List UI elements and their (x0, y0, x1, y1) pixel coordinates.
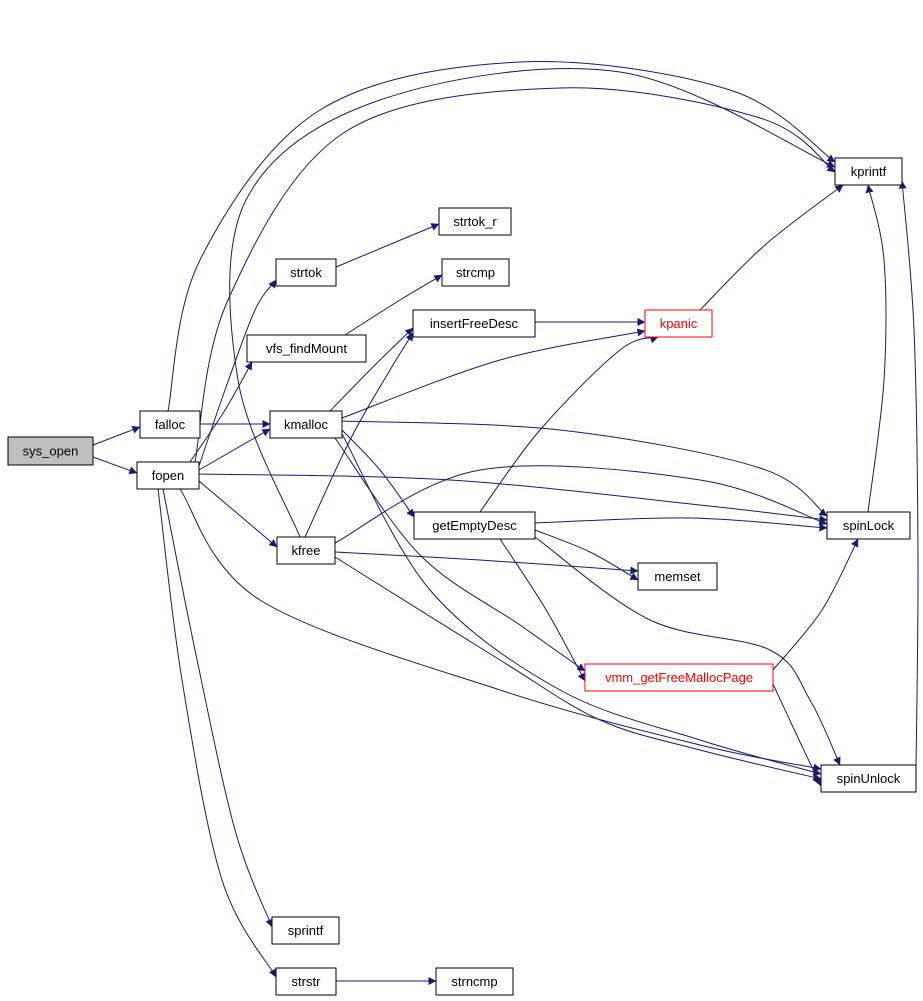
edge-vmm_getFreeMallocPage-to-spinLock (772, 538, 859, 671)
edge-kmalloc-to-vmm_getFreeMallocPage (334, 437, 586, 672)
node-box-sprintf[interactable] (271, 916, 340, 945)
edge-getEmptyDesc-to-kpanic (479, 335, 659, 513)
node-box-kfree[interactable] (276, 536, 336, 565)
edge-sys_open-to-falloc (92, 425, 141, 446)
node-label-kpanic: kpanic (660, 316, 698, 331)
edges-layer (92, 61, 919, 985)
node-label-kmalloc: kmalloc (284, 417, 329, 432)
edge-kmalloc-to-spinUnlock (341, 433, 822, 776)
node-spinUnlock[interactable]: spinUnlock (820, 764, 917, 793)
edge-kfree-to-memset (334, 551, 639, 575)
node-kmalloc[interactable]: kmalloc (269, 410, 343, 439)
node-label-sys_open: sys_open (23, 444, 79, 459)
node-label-sprintf: sprintf (288, 923, 324, 938)
node-strncmp[interactable]: strncmp (435, 967, 514, 996)
node-box-insertFreeDesc[interactable] (412, 309, 536, 338)
node-label-strncmp: strncmp (451, 974, 497, 989)
node-label-spinUnlock: spinUnlock (837, 771, 901, 786)
node-vmm_getFreeMallocPage[interactable]: vmm_getFreeMallocPage (584, 663, 774, 692)
node-label-kprintf: kprintf (851, 164, 887, 179)
edge-kmalloc-to-insertFreeDesc (329, 327, 414, 412)
node-box-falloc[interactable] (139, 410, 201, 439)
node-getEmptyDesc[interactable]: getEmptyDesc (413, 511, 536, 540)
node-fopen[interactable]: fopen (136, 461, 200, 490)
node-label-strtok: strtok (290, 265, 322, 280)
node-box-vmm_getFreeMallocPage[interactable] (584, 663, 774, 692)
node-box-strncmp[interactable] (435, 967, 514, 996)
node-box-kpanic[interactable] (644, 309, 713, 338)
edge-fopen-to-kprintf (194, 87, 836, 463)
node-label-strcmp: strcmp (456, 265, 495, 280)
node-kpanic[interactable]: kpanic (644, 309, 713, 338)
edge-kfree-to-spinUnlock (334, 556, 822, 782)
node-label-spinLock: spinLock (843, 518, 895, 533)
edge-fopen-to-kfree (198, 480, 278, 548)
node-label-vfs_findMount: vfs_findMount (266, 341, 347, 356)
edge-kpanic-to-kprintf (699, 184, 844, 311)
edge-kmalloc-to-kpanic (341, 328, 646, 419)
node-memset[interactable]: memset (637, 562, 718, 591)
node-label-kfree: kfree (292, 543, 321, 558)
node-box-spinUnlock[interactable] (820, 764, 917, 793)
node-label-strstr: strstr (292, 974, 322, 989)
node-strcmp[interactable]: strcmp (441, 258, 510, 287)
edge-fopen-to-kmalloc (198, 428, 271, 471)
node-box-vfs_findMount[interactable] (246, 334, 367, 363)
node-strstr[interactable]: strstr (275, 967, 337, 996)
edge-falloc-to-kprintf (167, 61, 836, 412)
node-insertFreeDesc[interactable]: insertFreeDesc (412, 309, 536, 338)
node-label-vmm_getFreeMallocPage: vmm_getFreeMallocPage (605, 670, 753, 685)
node-falloc[interactable]: falloc (139, 410, 201, 439)
edge-fopen-to-spinUnlock (179, 488, 822, 772)
node-box-sys_open[interactable] (7, 436, 94, 466)
edge-fopen-to-spinLock (198, 473, 828, 524)
edge-getEmptyDesc-to-vmm_getFreeMallocPage (499, 538, 586, 682)
node-label-memset: memset (654, 569, 701, 584)
node-box-kprintf[interactable] (834, 157, 903, 186)
edge-kmalloc-to-getEmptyDesc (341, 429, 415, 518)
node-kprintf[interactable]: kprintf (834, 157, 903, 186)
edge-kfree-to-spinLock (334, 465, 828, 544)
node-box-spinLock[interactable] (826, 511, 911, 540)
edge-vfs_findMount-to-strcmp (344, 274, 443, 336)
node-sprintf[interactable]: sprintf (271, 916, 340, 945)
edge-fopen-to-strstr (157, 488, 277, 978)
edge-kmalloc-to-spinLock (341, 420, 828, 517)
edge-vmm_getFreeMallocPage-to-spinUnlock (772, 683, 822, 787)
edge-fopen-to-strtok (198, 279, 277, 467)
node-box-fopen[interactable] (136, 461, 200, 490)
node-strtok_r[interactable]: strtok_r (438, 207, 512, 236)
edge-fopen-to-sprintf (162, 488, 274, 928)
edge-kfree-to-kprintf (229, 68, 836, 538)
node-box-strcmp[interactable] (441, 258, 510, 287)
edge-strtok-to-strtok_r (335, 223, 440, 268)
node-box-strtok_r[interactable] (438, 207, 512, 236)
edge-spinUnlock-to-kprintf (898, 180, 919, 771)
edge-kfree-to-insertFreeDesc (304, 332, 414, 538)
node-spinLock[interactable]: spinLock (826, 511, 911, 540)
edge-fopen-to-vfs_findMount (189, 361, 253, 463)
node-kfree[interactable]: kfree (276, 536, 336, 565)
node-sys_open[interactable]: sys_open (7, 436, 94, 466)
node-box-getEmptyDesc[interactable] (413, 511, 536, 540)
edge-sys_open-to-fopen (92, 456, 138, 475)
node-label-getEmptyDesc: getEmptyDesc (432, 518, 517, 533)
edge-getEmptyDesc-to-spinLock (534, 517, 828, 532)
node-vfs_findMount[interactable]: vfs_findMount (246, 334, 367, 363)
node-box-strtok[interactable] (275, 258, 337, 287)
node-strtok[interactable]: strtok (275, 258, 337, 287)
node-box-memset[interactable] (637, 562, 718, 591)
node-label-fopen: fopen (152, 468, 185, 483)
edge-getEmptyDesc-to-spinUnlock (534, 536, 841, 766)
node-label-falloc: falloc (155, 417, 186, 432)
edge-getEmptyDesc-to-memset (534, 529, 639, 581)
node-box-strstr[interactable] (275, 967, 337, 996)
edge-spinLock-to-kprintf (865, 184, 887, 513)
node-label-insertFreeDesc: insertFreeDesc (430, 316, 519, 331)
node-label-strtok_r: strtok_r (453, 214, 497, 229)
node-box-kmalloc[interactable] (269, 410, 343, 439)
